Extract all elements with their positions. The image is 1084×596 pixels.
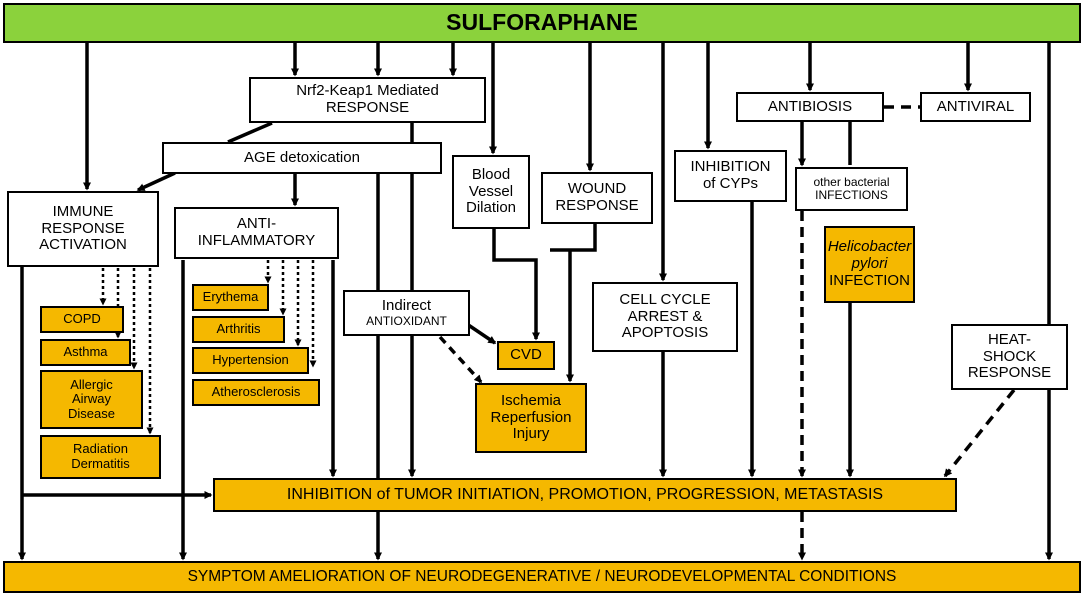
antibiosis-box: ANTIBIOSIS: [736, 92, 884, 122]
arrow-vessel-to-cvd: [492, 229, 540, 341]
sulforaphane-banner: SULFORAPHANE: [3, 3, 1081, 43]
ischemia-reperfusion-box: Ischemia Reperfusion Injury: [475, 383, 587, 453]
radiation-dermatitis-box: Radiation Dermatitis: [40, 435, 161, 479]
blood-vessel-dilation-box: Blood Vessel Dilation: [452, 155, 530, 229]
dash-antioxidant-to-ischemia: [438, 335, 483, 384]
nrf2-keap1-box: Nrf2-Keap1 Mediated RESPONSE: [249, 77, 486, 123]
arrow-nrf2-to-age: [227, 121, 273, 144]
antiviral-box: ANTIVIRAL: [920, 92, 1031, 122]
symptom-amelioration-banner: SYMPTOM AMELIORATION OF NEURODEGENERATIV…: [3, 561, 1081, 593]
atherosclerosis-box: Atherosclerosis: [192, 379, 320, 406]
allergic-airway-box: Allergic Airway Disease: [40, 370, 143, 429]
cvd-box: CVD: [497, 341, 555, 370]
tumor-inhibition-banner: INHIBITION of TUMOR INITIATION, PROMOTIO…: [213, 478, 957, 512]
wound-response-box: WOUND RESPONSE: [541, 172, 653, 224]
arthritis-box: Arthritis: [192, 316, 285, 343]
age-detoxication-box: AGE detoxication: [162, 142, 442, 174]
erythema-box: Erythema: [192, 284, 269, 311]
inhibition-cyps-box: INHIBITION of CYPs: [674, 150, 787, 202]
hypertension-box: Hypertension: [192, 347, 309, 374]
anti-inflammatory-box: ANTI- INFLAMMATORY: [174, 207, 339, 259]
other-bacterial-box: other bacterial INFECTIONS: [795, 167, 908, 211]
dash-heatshock-to-tumor: [943, 388, 1016, 478]
heat-shock-box: HEAT- SHOCK RESPONSE: [951, 324, 1068, 390]
arrow-age-to-immune: [136, 171, 176, 192]
cell-cycle-arrest-box: CELL CYCLE ARREST & APOPTOSIS: [592, 282, 738, 352]
copd-box: COPD: [40, 306, 124, 333]
asthma-box: Asthma: [40, 339, 131, 366]
immune-response-box: IMMUNE RESPONSE ACTIVATION: [7, 191, 159, 267]
arrow-wound-to-cvd: [550, 224, 597, 252]
